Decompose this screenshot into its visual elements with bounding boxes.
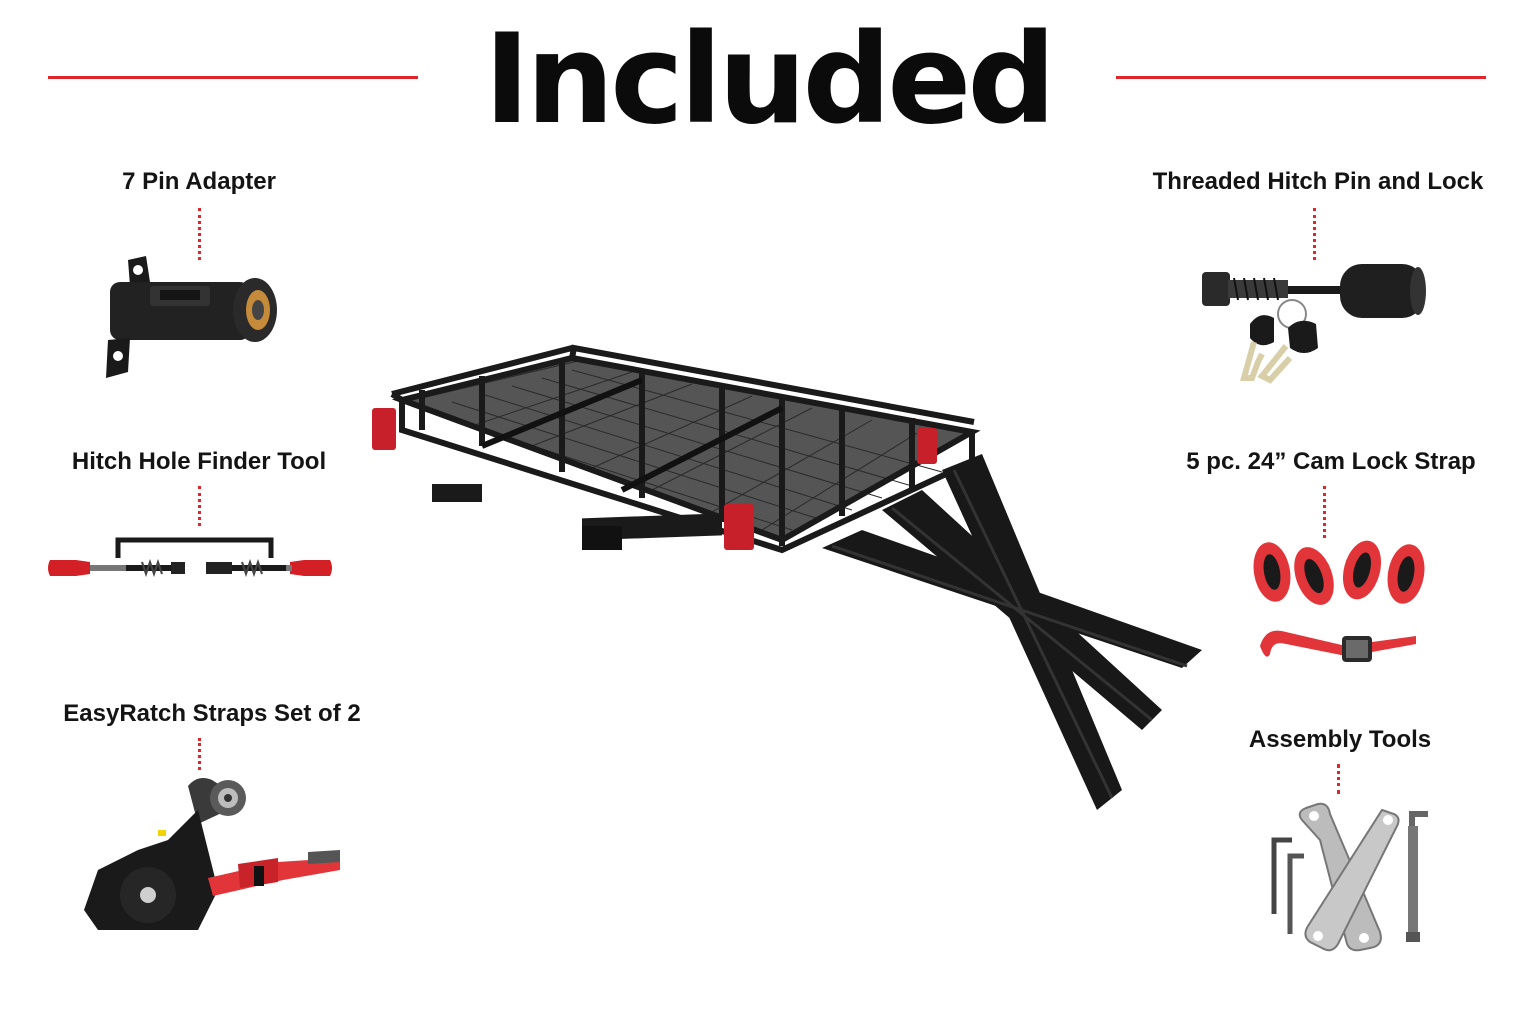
dotted-connector [1323,486,1326,538]
cam-lock-strap-icon [1246,536,1446,676]
dotted-connector [1337,764,1340,794]
seven-pin-adapter-icon [100,252,280,382]
item-label-cam-lock-strap: 5 pc. 24” Cam Lock Strap [1186,448,1476,475]
item-label-assembly-tools: Assembly Tools [1248,726,1432,753]
page-title: Included [483,8,1056,152]
dotted-connector [1313,208,1316,260]
item-label-easyratch-straps: EasyRatch Straps Set of 2 [63,700,361,727]
item-label-hitch-hole-finder: Hitch Hole Finder Tool [71,448,327,475]
item-label-7-pin-adapter: 7 Pin Adapter [122,168,276,195]
assembly-tools-icon [1262,800,1442,955]
dotted-connector [198,738,201,770]
dotted-connector [198,208,201,260]
left-divider-line [48,76,418,79]
cargo-carrier-with-ramp-icon [362,344,1202,820]
hitch-hole-finder-icon [46,532,336,592]
hitch-pin-lock-icon [1200,258,1440,388]
right-divider-line [1116,76,1486,79]
ratchet-strap-icon [78,770,348,935]
item-label-hitch-pin-lock: Threaded Hitch Pin and Lock [1152,168,1484,195]
dotted-connector [198,486,201,526]
